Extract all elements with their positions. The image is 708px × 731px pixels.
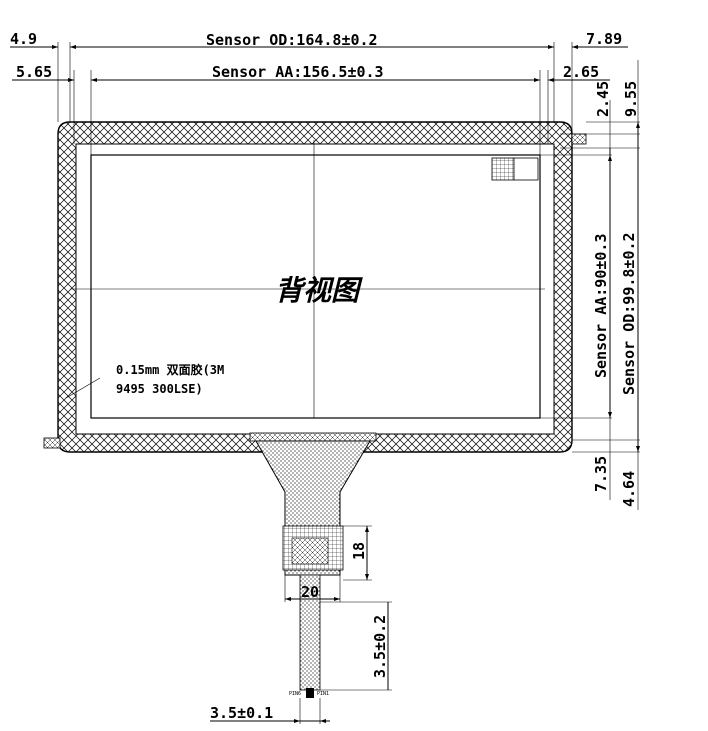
aa-left-dim: 5.65 bbox=[16, 63, 52, 81]
top-od-dim: 9.55 bbox=[622, 81, 640, 117]
fpc-height-dim: 18 bbox=[350, 542, 368, 560]
fpc-width-dim: 20 bbox=[301, 583, 319, 601]
fpc-cable bbox=[249, 432, 377, 698]
bottom-aa-dim: 7.35 bbox=[592, 456, 610, 492]
aa-width-dim: Sensor AA:156.5±0.3 bbox=[212, 63, 384, 81]
bottom-od-dim: 4.64 bbox=[620, 471, 638, 507]
od-width-dim: Sensor OD:164.8±0.2 bbox=[206, 31, 378, 49]
tail-width-dim: 3.5±0.1 bbox=[210, 704, 273, 722]
od-left-dim: 4.9 bbox=[10, 30, 37, 48]
aa-right-dim: 2.65 bbox=[563, 63, 599, 81]
note-line2: 9495 300LSE) bbox=[116, 382, 203, 396]
tail-length-dim: 3.5±0.2 bbox=[371, 615, 389, 678]
view-title: 背视图 bbox=[275, 274, 363, 307]
od-height-dim: Sensor OD:99.8±0.2 bbox=[620, 232, 638, 395]
aa-height-dim: Sensor AA:90±0.3 bbox=[592, 234, 610, 379]
pin-right-label: PIN1 bbox=[317, 691, 329, 697]
arrowheads bbox=[52, 45, 640, 723]
note-line1: 0.15mm 双面胶(3M bbox=[116, 362, 224, 377]
top-aa-dim: 2.45 bbox=[594, 81, 612, 117]
pin-left-label: PIN6 bbox=[289, 691, 301, 697]
dimension-lines bbox=[10, 42, 640, 724]
od-right-dim: 7.89 bbox=[586, 30, 622, 48]
center-lines bbox=[70, 140, 545, 418]
note-leader bbox=[65, 377, 101, 399]
